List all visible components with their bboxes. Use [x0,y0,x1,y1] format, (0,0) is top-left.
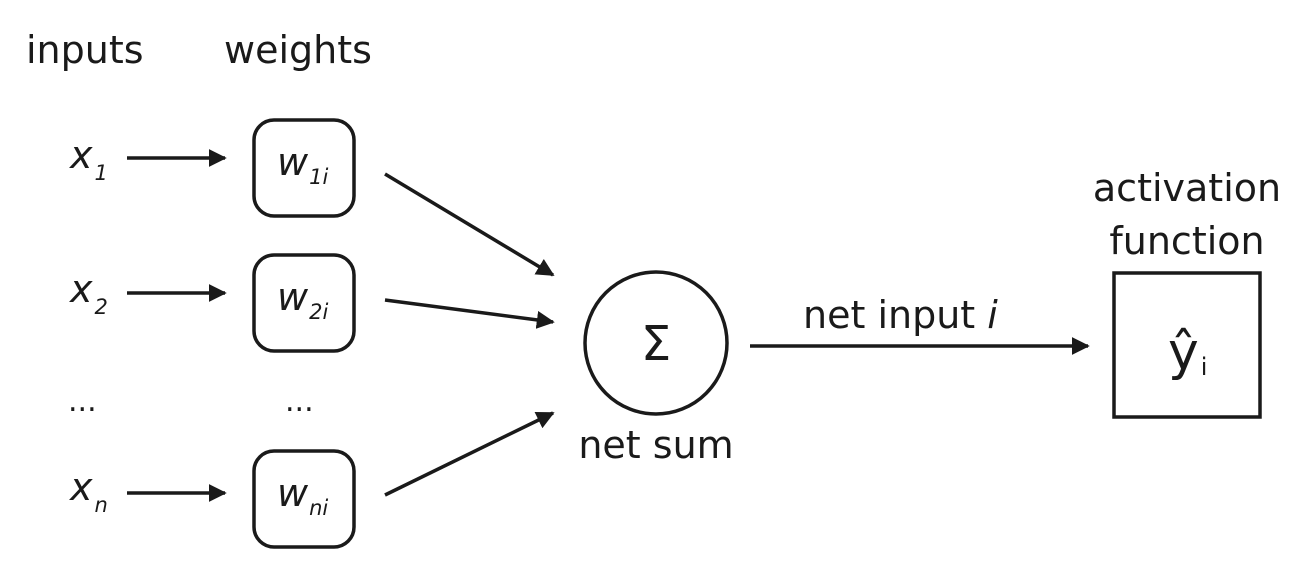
weight-box-1 [252,118,356,218]
input-x1: x1 [69,133,108,185]
input-row-2: x2 w2i [69,253,555,353]
activation-label-line2: function [1109,219,1264,263]
weight-w1i: w1i [277,140,328,189]
net-input-text: net input [803,293,987,337]
net-input-var: i [987,293,998,337]
weight-arrow-2 [384,298,555,329]
net-sum-circle [583,270,729,416]
weights-header: weights [224,28,372,72]
weight-box-n [252,449,356,549]
output-yhat: ŷi [1168,322,1207,382]
input-xn: xn [69,465,108,517]
weight-w2i: w2i [277,275,328,324]
weight-arrow-n [384,411,555,497]
weight-box-2 [252,253,356,353]
input-x2: x2 [69,267,108,319]
weight-wni: wni [277,471,328,520]
sigma-symbol: Σ [641,316,671,372]
input-row-1: x1 w1i [69,118,555,277]
input-row-n: xn wni [69,411,555,549]
weights-ellipsis: ... [285,384,314,419]
net-sum-label: net sum [578,423,733,467]
net-input-label: net input i [803,293,998,337]
inputs-ellipsis: ... [68,384,97,419]
activation-label-line1: activation [1093,166,1281,210]
weight-arrow-1 [384,172,555,277]
activation-box [1112,271,1262,419]
inputs-header: inputs [26,28,144,72]
